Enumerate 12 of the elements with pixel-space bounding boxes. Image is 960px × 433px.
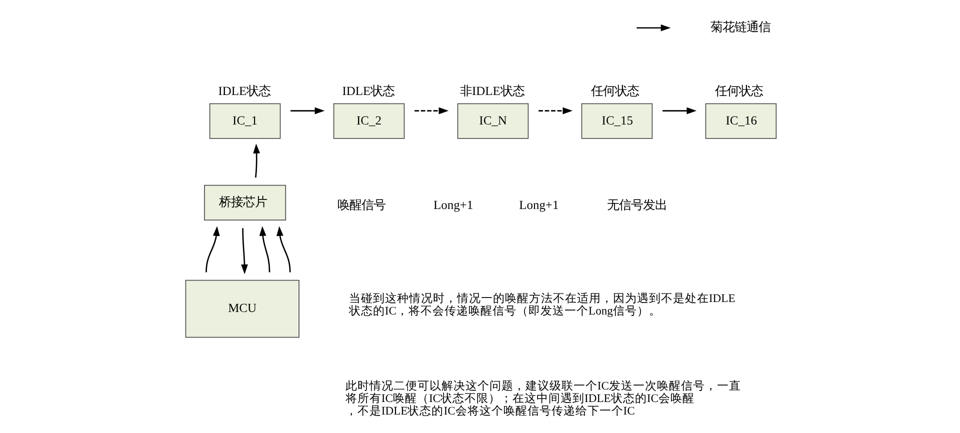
node-label: 非IDLE状态 [459, 84, 524, 98]
label: 无信号发出 [606, 198, 667, 212]
node-label: IDLE状态 [218, 84, 270, 98]
node-label: 任何状态 [590, 84, 639, 98]
node-label: 任何状态 [714, 84, 763, 98]
label: 此时情况二便可以解决这个问题，建议级联一个IC发送一次唤醒信号，一直将所有IC唤醒（IC状态不限）；在这中间遇到IDLE状态的IC会唤醒，不是IDLE状态的IC会将这个唤醒信号传递给下一个IC [344, 379, 740, 418]
legend-label: 菊花链通信 [710, 20, 770, 34]
label: Long+1 [518, 198, 558, 212]
label: 唤醒信号 [336, 198, 385, 212]
label: 当碰到这种情况时，情况一的唤醒方法不在适用，因为遇到不是处在IDLE状态的IC，将不会传递唤醒信号（即发送一个Long信号）。 [348, 292, 735, 318]
node-label: IDLE状态 [342, 84, 394, 98]
label: Long+1 [433, 198, 473, 212]
